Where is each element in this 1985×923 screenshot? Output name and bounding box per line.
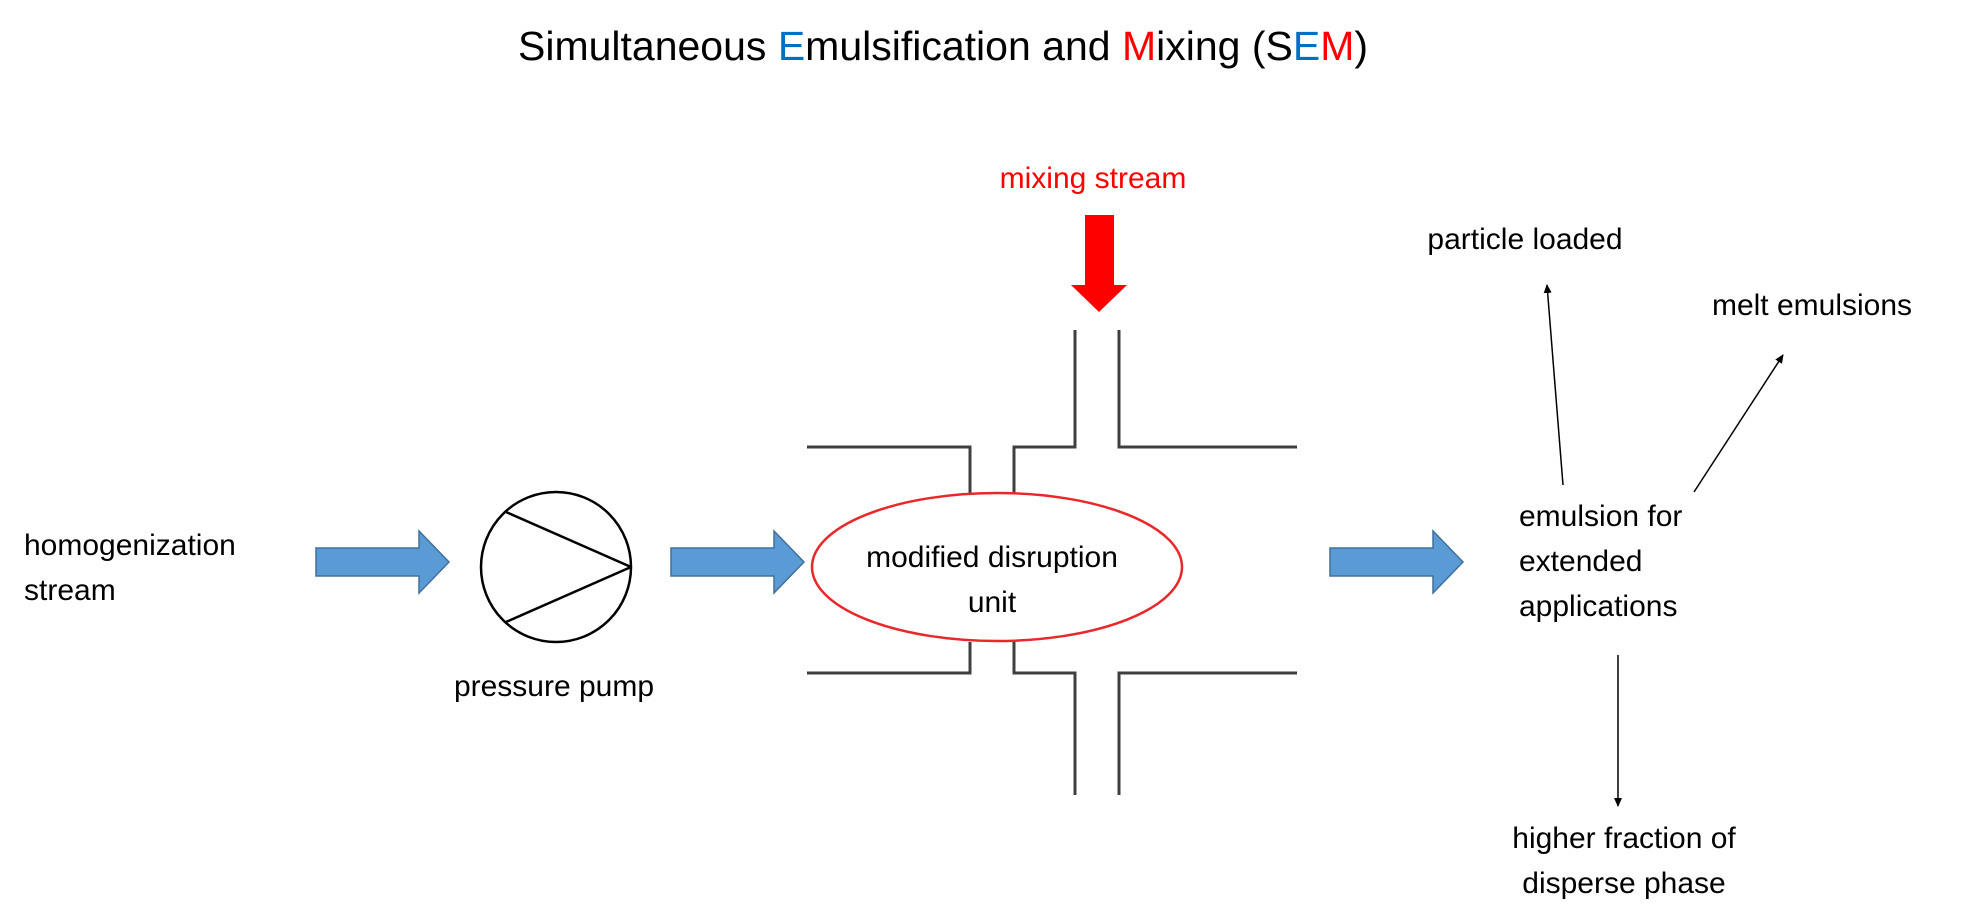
particle-loaded-label: particle loaded: [1427, 223, 1622, 256]
emulsion-label-line1: emulsion for: [1519, 500, 1682, 533]
pressure-pump-label: pressure pump: [454, 670, 654, 703]
higher-fraction-label-line2: disperse phase: [1522, 867, 1725, 900]
flow-arrow-1: [315, 529, 451, 595]
emulsion-label-line2: extended: [1519, 545, 1642, 578]
title-part-1: Simultaneous: [518, 23, 778, 69]
disruption-unit-label-line2: unit: [968, 586, 1017, 619]
homogenization-stream-label-line1: homogenization: [24, 529, 236, 562]
disruption-unit-ellipse: [810, 491, 1184, 643]
flow-arrow-2: [670, 529, 806, 595]
homogenization-stream-label-line2: stream: [24, 574, 116, 607]
emulsion-label-line3: applications: [1519, 590, 1677, 623]
title-part-5: ixing (S: [1156, 23, 1293, 69]
higher-fraction-label-line1: higher fraction of: [1512, 822, 1736, 855]
mixing-stream-arrow: [1071, 215, 1127, 312]
title-part-8: ): [1354, 23, 1368, 69]
flow-arrow-3: [1329, 529, 1465, 595]
title-part-sem-m: M: [1320, 23, 1354, 69]
diagram-title: Simultaneous Emulsification and Mixing (…: [518, 23, 1368, 69]
title-part-sem-e: E: [1293, 23, 1320, 69]
title-part-3: mulsification and: [805, 23, 1122, 69]
pressure-pump-icon: [479, 490, 633, 644]
title-part-m: M: [1122, 23, 1156, 69]
arrow-to-melt-emulsions: [1693, 354, 1784, 493]
melt-emulsions-label: melt emulsions: [1712, 289, 1912, 322]
disruption-unit-channels: [807, 330, 1297, 795]
mixing-stream-label: mixing stream: [1000, 162, 1187, 195]
arrow-to-particle-loaded: [1543, 284, 1564, 486]
title-part-e: E: [778, 23, 805, 69]
disruption-unit-label-line1: modified disruption: [866, 541, 1118, 574]
